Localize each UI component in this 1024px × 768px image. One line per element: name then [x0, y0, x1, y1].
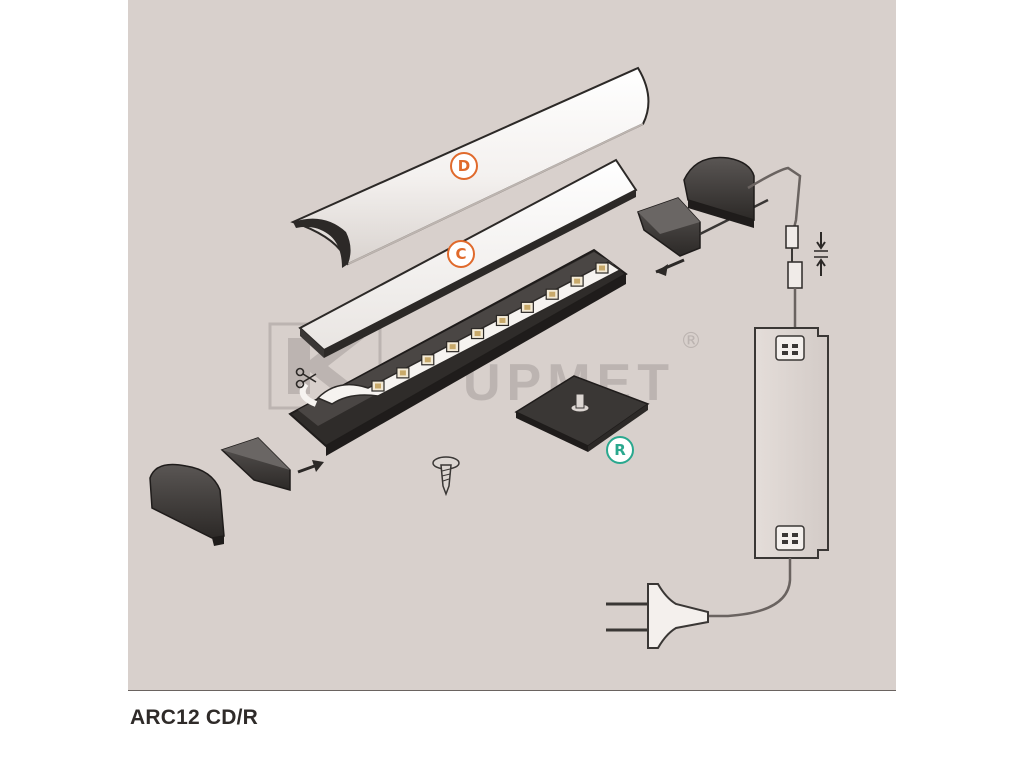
label-r-badge [606, 436, 634, 464]
led-strip [299, 261, 622, 407]
label-d-badge [450, 152, 478, 180]
endcap-outer [149, 463, 225, 546]
label-r: R [614, 441, 626, 459]
led-chip-core [449, 344, 456, 350]
led-chip-core [549, 291, 556, 297]
led-chip-core [375, 383, 381, 389]
screw-icon [432, 456, 460, 497]
led-chip-core [599, 265, 605, 271]
label-c: C [455, 245, 466, 263]
endcap-cable [683, 156, 802, 237]
led-chip-core [399, 370, 406, 376]
arrow-icon [297, 460, 324, 474]
arrow-icon [814, 232, 828, 276]
registered-mark: ® [680, 329, 702, 354]
arrow-icon [655, 258, 685, 276]
diagram-panel: UPMET ® D C [128, 0, 896, 690]
led-chip-core [524, 304, 531, 310]
led-chip-core [574, 278, 581, 284]
led-chips [371, 262, 609, 392]
mounting-plate: R [514, 375, 650, 464]
led-chip-core [474, 331, 481, 337]
endcap-feed [637, 197, 769, 257]
led-chip-core [499, 317, 506, 323]
plug-icon [606, 583, 709, 649]
endcap-inner [220, 437, 291, 491]
power-supply [708, 327, 829, 618]
scissors-icon [295, 367, 317, 389]
label-c-badge [447, 240, 475, 268]
assembly-diagram: UPMET ® D C [149, 66, 829, 649]
product-code: ARC12 CD/R [130, 706, 259, 729]
connector [785, 225, 803, 330]
caption-divider [128, 690, 896, 691]
label-d: D [458, 157, 470, 175]
diffuser-round: D [290, 66, 650, 268]
led-chip-core [424, 357, 431, 363]
diffuser-flat: C [298, 158, 638, 358]
